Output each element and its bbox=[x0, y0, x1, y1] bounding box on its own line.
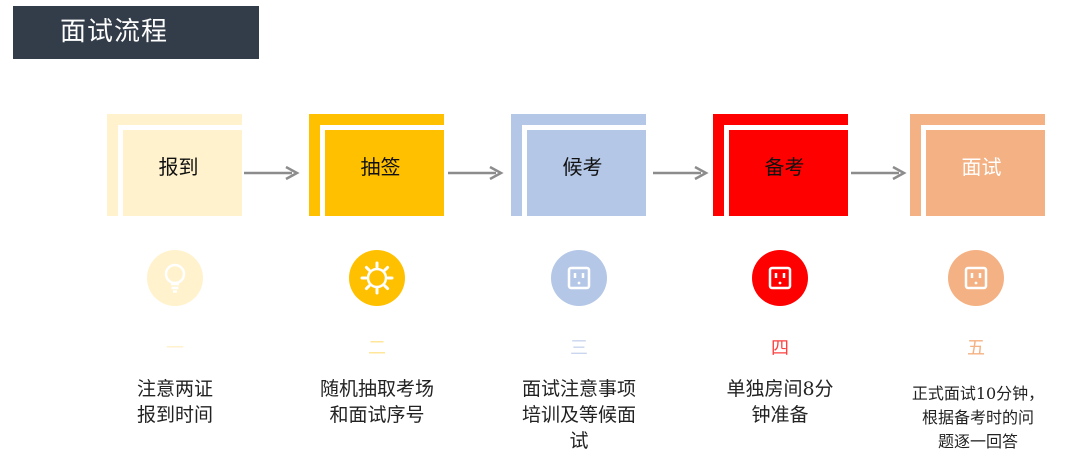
step-label: 抽签 bbox=[360, 154, 401, 179]
step-box-frame bbox=[522, 125, 527, 216]
step-number: 一 bbox=[166, 338, 184, 359]
desc-line: 钟准备 bbox=[751, 404, 809, 426]
step-box-frame bbox=[724, 125, 848, 130]
step-number: 三 bbox=[570, 338, 588, 359]
step-description: 单独房间8分 钟准备 bbox=[700, 376, 860, 428]
step-box-frame bbox=[921, 125, 1045, 130]
desc-line: 报到时间 bbox=[136, 404, 213, 426]
step-box-frame bbox=[724, 125, 729, 216]
desc-line: 单独房间8分 bbox=[726, 378, 834, 400]
step-box-frame bbox=[522, 125, 646, 130]
step-number: 四 bbox=[771, 338, 789, 359]
step-label: 备考 bbox=[764, 154, 805, 179]
step-box-5: 面试 bbox=[910, 114, 1045, 216]
step-description: 随机抽取考场 和面试序号 bbox=[297, 376, 457, 428]
step-box-frame bbox=[320, 125, 325, 216]
step-box-frame bbox=[320, 125, 444, 130]
arrow-right-icon bbox=[448, 166, 504, 180]
desc-line: 试 bbox=[569, 430, 589, 452]
outlet-icon bbox=[752, 250, 808, 306]
desc-line: 随机抽取考场 bbox=[319, 378, 434, 400]
outlet-icon bbox=[551, 250, 607, 306]
step-label: 报到 bbox=[158, 154, 199, 179]
step-box-2: 抽签 bbox=[309, 114, 444, 216]
step-box-bg bbox=[107, 114, 242, 216]
arrow-right-icon bbox=[851, 166, 907, 180]
step-box-bg bbox=[511, 114, 646, 216]
step-box-bg bbox=[713, 114, 848, 216]
step-box-frame bbox=[118, 125, 123, 216]
desc-line: 正式面试10分钟， bbox=[911, 384, 1045, 403]
lightbulb-icon bbox=[147, 250, 203, 306]
step-box-bg bbox=[910, 114, 1045, 216]
desc-line: 注意两证 bbox=[136, 378, 213, 400]
gear-icon bbox=[349, 250, 405, 306]
step-box-1: 报到 bbox=[107, 114, 242, 216]
step-box-frame bbox=[921, 125, 926, 216]
step-box-frame bbox=[118, 125, 242, 130]
step-box-4: 备考 bbox=[713, 114, 848, 216]
step-description: 正式面试10分钟， 根据备考时的问 题逐一回答 bbox=[898, 382, 1058, 454]
arrow-right-icon bbox=[244, 166, 300, 180]
desc-line: 培训及等候面 bbox=[521, 404, 636, 426]
step-label: 面试 bbox=[961, 154, 1002, 179]
step-number: 二 bbox=[368, 338, 386, 359]
step-number: 五 bbox=[967, 338, 985, 359]
outlet-icon bbox=[948, 250, 1004, 306]
desc-line: 题逐一回答 bbox=[937, 432, 1018, 451]
desc-line: 面试注意事项 bbox=[521, 378, 636, 400]
step-label: 候考 bbox=[562, 154, 603, 179]
step-box-3: 候考 bbox=[511, 114, 646, 216]
step-description: 面试注意事项 培训及等候面 试 bbox=[499, 376, 659, 454]
page-title: 面试流程 bbox=[13, 6, 259, 59]
step-description: 注意两证 报到时间 bbox=[95, 376, 255, 428]
desc-line: 和面试序号 bbox=[329, 404, 425, 426]
desc-line: 根据备考时的问 bbox=[921, 408, 1034, 427]
arrow-right-icon bbox=[653, 166, 709, 180]
step-box-bg bbox=[309, 114, 444, 216]
